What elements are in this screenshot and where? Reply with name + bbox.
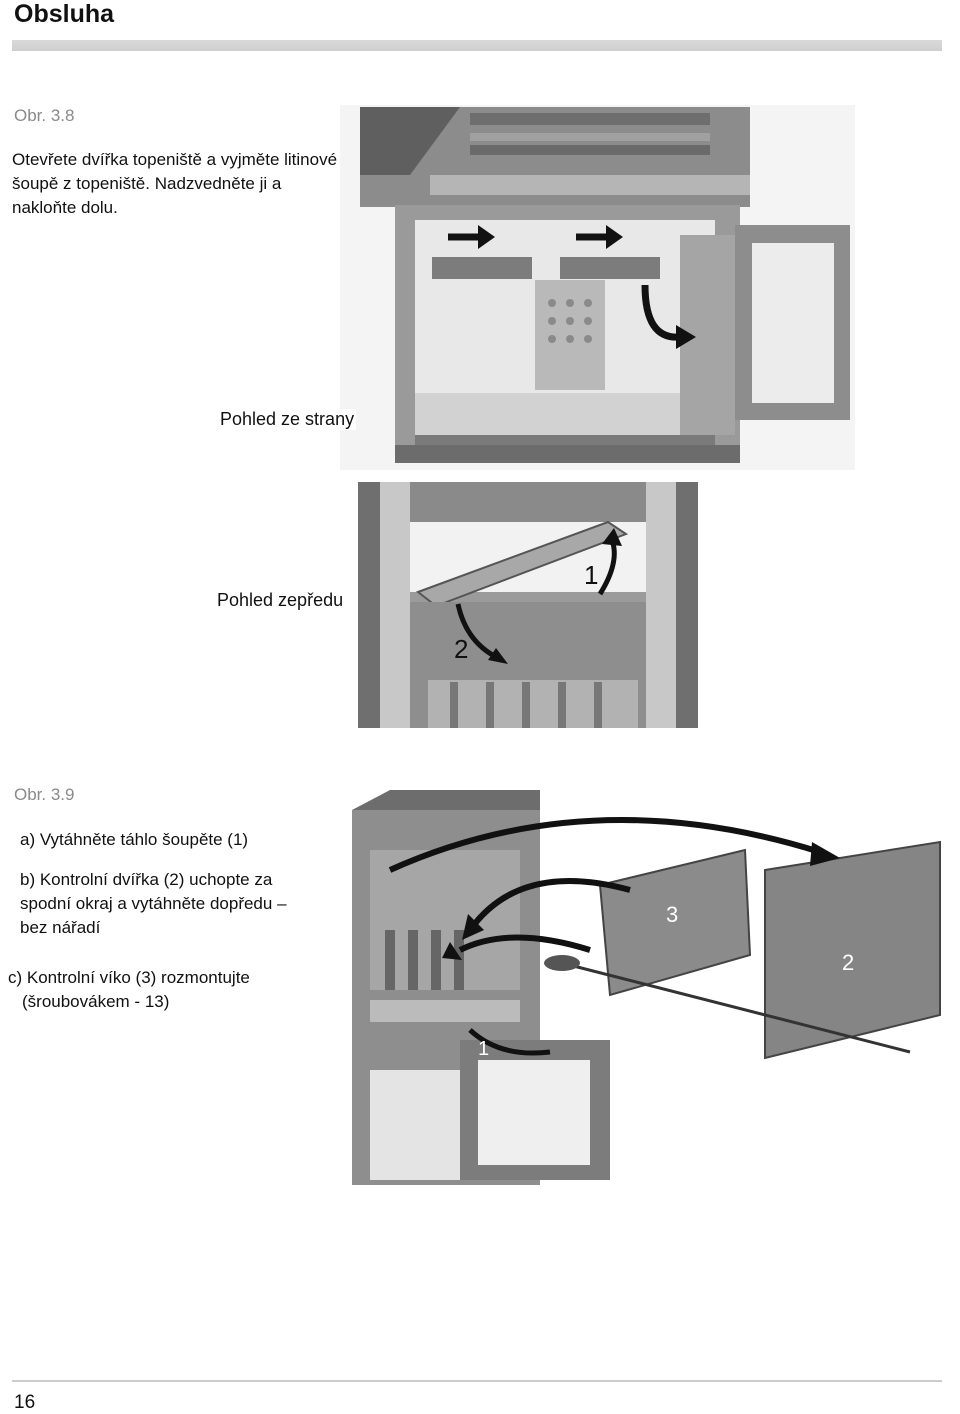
figure-3-8-instructions: Otevřete dvířka topeniště a vyjměte liti…	[12, 148, 337, 220]
front-view-image: 1 2	[358, 482, 698, 728]
front-view-label: Pohled zepředu	[215, 590, 346, 611]
header-rule	[12, 40, 942, 51]
figure-3-9-label: Obr. 3.9	[14, 785, 75, 804]
step-b-line: bez nářadí	[20, 918, 101, 937]
arrow-label-2: 2	[454, 634, 469, 664]
side-view-label: Pohled ze strany	[218, 409, 357, 430]
callout-2: 2	[842, 950, 855, 975]
step-b-line: spodní okraj a vytáhněte dopředu –	[20, 894, 287, 913]
page-number: 16	[14, 1392, 36, 1413]
figure-3-8-label: Obr. 3.8	[14, 106, 75, 125]
exploded-view-image: 3 2 1	[350, 790, 955, 1185]
step-b: b) Kontrolní dvířka (2) uchopte za spodn…	[20, 868, 287, 940]
instruction-line: šoupě z topeniště. Nadzvedněte ji a	[12, 174, 282, 193]
step-c-line: c) Kontrolní víko (3) rozmontujte	[8, 968, 250, 987]
page-title: Obsluha	[14, 0, 115, 28]
arrow-label-1: 1	[584, 560, 599, 590]
step-a: a) Vytáhněte táhlo šoupěte (1)	[20, 830, 249, 849]
step-c: c) Kontrolní víko (3) rozmontujte (šroub…	[8, 966, 250, 1014]
step-c-line: (šroubovákem - 13)	[22, 992, 170, 1011]
side-view-image	[340, 105, 855, 470]
instruction-line: Otevřete dvířka topeniště a vyjměte liti…	[12, 150, 338, 169]
callout-1: 1	[478, 1038, 490, 1060]
footer-rule	[12, 1380, 942, 1382]
callout-3: 3	[666, 902, 679, 927]
instruction-line: nakloňte dolu.	[12, 198, 118, 217]
step-b-line: b) Kontrolní dvířka (2) uchopte za	[20, 870, 273, 889]
